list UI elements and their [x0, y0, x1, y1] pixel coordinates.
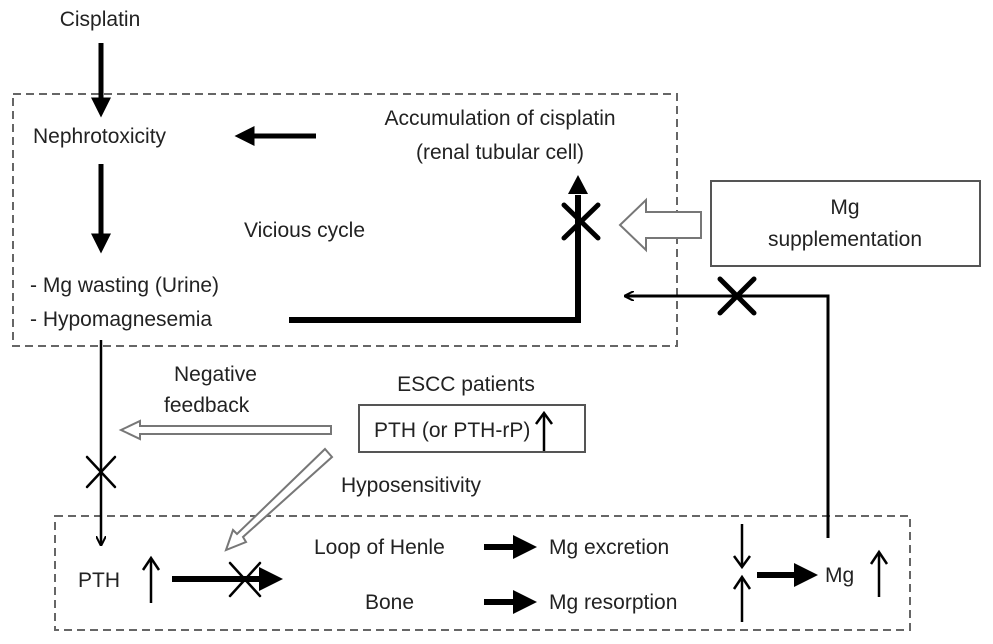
mg-supplementation-line2: supplementation — [768, 228, 922, 251]
arrow-hypomagnesemia-to-accumulation — [289, 195, 581, 323]
accumulation-label-line2: (renal tubular cell) — [416, 141, 584, 164]
negative-feedback-line1: Negative — [174, 363, 257, 386]
mg-supplementation-box — [710, 180, 981, 267]
accumulation-label-line1: Accumulation of cisplatin — [384, 107, 615, 130]
nephrotoxicity-label: Nephrotoxicity — [33, 125, 167, 148]
vicious-cycle-label: Vicious cycle — [244, 219, 365, 242]
block-mark-pth-action — [228, 561, 262, 598]
escc-patients-label: ESCC patients — [397, 373, 535, 396]
hollow-arrow-supplementation — [618, 197, 702, 253]
hollow-arrow-hyposensitivity — [224, 447, 334, 552]
block-mark-mg-feedback — [717, 276, 757, 316]
loop-of-henle-label: Loop of Henle — [314, 536, 445, 559]
mg-wasting-label: - Mg wasting (Urine) — [30, 274, 219, 297]
up-arrow-icon-pth-rp — [534, 410, 554, 451]
arrow-head-accumulation — [568, 175, 588, 194]
down-arrow-icon-excretion — [732, 524, 752, 570]
mg-excretion-label: Mg excretion — [549, 536, 669, 559]
pth-effect-region — [54, 515, 911, 631]
mg-label: Mg — [825, 564, 854, 587]
hypomagnesemia-label: - Hypomagnesemia — [30, 308, 212, 331]
pth-rp-box — [358, 404, 586, 453]
cisplatin-label: Cisplatin — [60, 8, 141, 31]
pth-rp-label: PTH (or PTH-rP) — [374, 419, 530, 442]
up-arrow-icon-resorption — [732, 574, 752, 622]
hyposensitivity-label: Hyposensitivity — [341, 474, 482, 497]
pth-label: PTH — [78, 569, 120, 592]
up-arrow-icon-mg — [869, 549, 889, 597]
up-arrow-icon-pth — [141, 555, 161, 603]
block-mark-accumulation — [561, 202, 601, 241]
bone-label: Bone — [365, 591, 414, 614]
mg-supplementation-line1: Mg — [830, 196, 859, 219]
mg-resorption-label: Mg resorption — [549, 591, 677, 614]
arrow-mg-to-vicious-cycle — [625, 296, 830, 538]
block-mark-pth-secretion — [85, 455, 117, 489]
negative-feedback-line2: feedback — [164, 394, 250, 417]
hollow-arrow-negative-feedback — [118, 419, 332, 441]
vicious-cycle-region — [12, 93, 678, 347]
